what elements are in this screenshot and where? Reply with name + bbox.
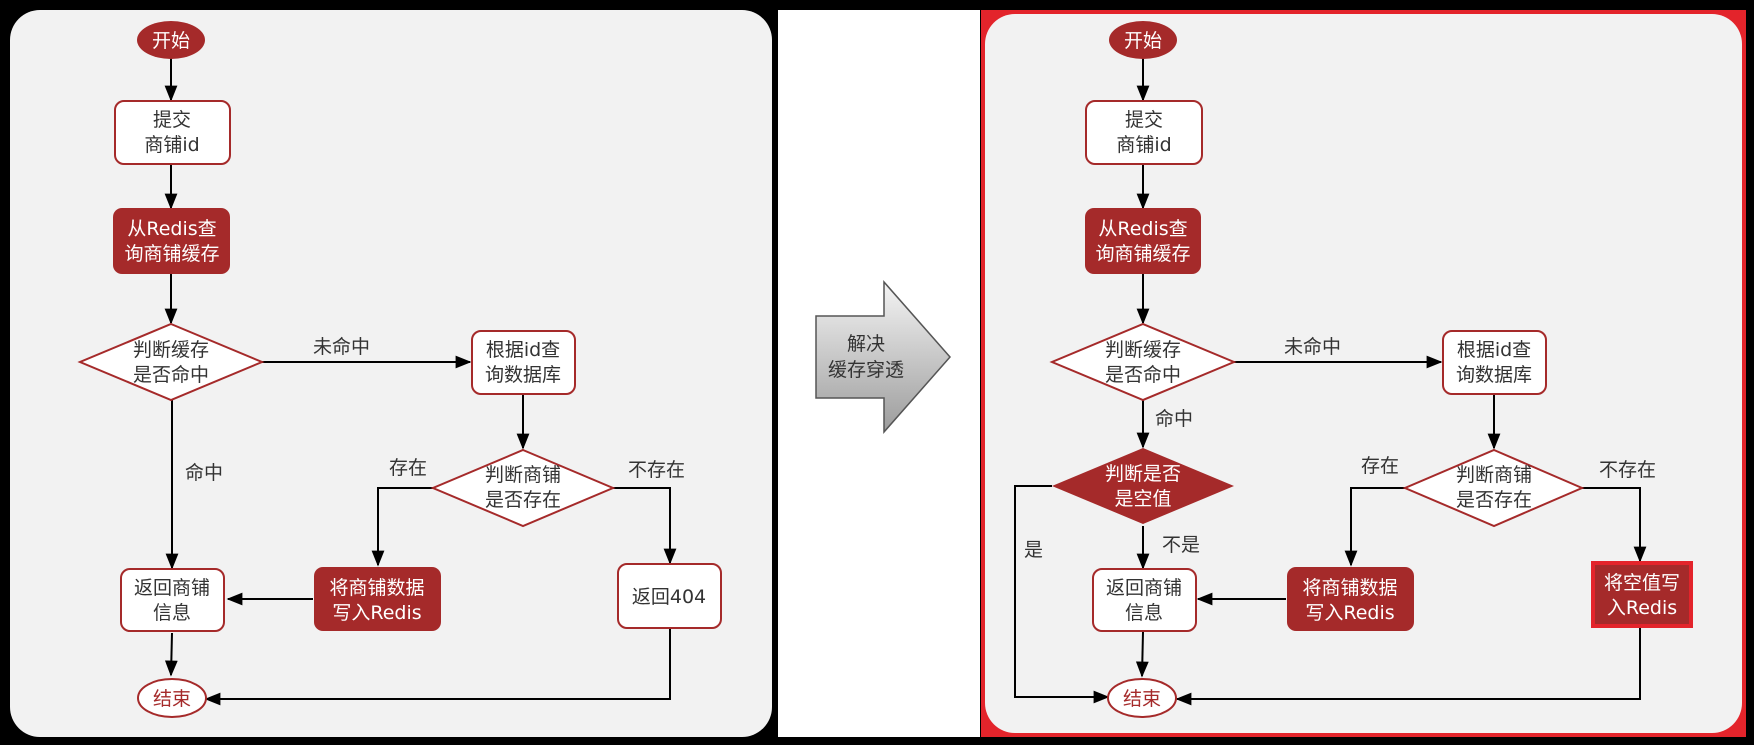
edge-label-miss: 未命中 <box>313 336 370 358</box>
edge-label-yes: 是 <box>1024 539 1043 561</box>
svg-text:将商铺数据: 将商铺数据 <box>329 577 424 599</box>
right-panel-background <box>985 14 1742 733</box>
svg-text:信息: 信息 <box>1125 602 1163 624</box>
right-edges <box>1014 58 1647 706</box>
edge-label-not-exist: 不存在 <box>628 459 685 481</box>
node-judge-cache-hit: 判断缓存 是否命中 <box>1049 322 1237 402</box>
node-write-null-redis: 将空值写 入Redis <box>1591 561 1693 628</box>
edge-label-exist: 存在 <box>1361 455 1399 477</box>
svg-text:信息: 信息 <box>153 602 191 624</box>
svg-text:开始: 开始 <box>152 30 190 52</box>
node-query-redis: 从Redis查 询商铺缓存 <box>113 208 230 274</box>
node-write-shop-redis: 将商铺数据 写入Redis <box>1287 567 1414 631</box>
left-panel: 未命中 命中 存在 不存在 开始 提交 商铺id 从Redis查 询商铺缓存 判… <box>10 10 772 737</box>
svg-text:写入Redis: 写入Redis <box>1305 602 1394 624</box>
edge-label-hit: 命中 <box>1155 408 1193 430</box>
node-return-shop-info: 返回商铺 信息 <box>120 568 225 632</box>
svg-text:将商铺数据: 将商铺数据 <box>1302 577 1397 599</box>
svg-text:返回404: 返回404 <box>632 586 706 608</box>
svg-text:返回商铺: 返回商铺 <box>134 577 210 599</box>
svg-text:询数据库: 询数据库 <box>485 364 561 386</box>
svg-text:商铺id: 商铺id <box>144 134 199 156</box>
node-write-shop-redis: 将商铺数据 写入Redis <box>314 567 441 631</box>
svg-text:判断是否: 判断是否 <box>1105 463 1181 485</box>
node-submit-id: 提交 商铺id <box>114 100 231 165</box>
node-judge-null-value: 判断是否 是空值 <box>1052 448 1234 524</box>
left-panel-background <box>10 10 772 737</box>
arrow-label-line-2: 缓存穿透 <box>828 359 904 381</box>
svg-text:询数据库: 询数据库 <box>1456 364 1532 386</box>
svg-text:是否命中: 是否命中 <box>133 364 209 386</box>
svg-text:判断缓存: 判断缓存 <box>1105 339 1181 361</box>
svg-text:判断缓存: 判断缓存 <box>133 339 209 361</box>
node-return-404: 返回404 <box>617 563 722 629</box>
svg-text:商铺id: 商铺id <box>1116 134 1171 156</box>
node-query-redis: 从Redis查 询商铺缓存 <box>1085 208 1201 274</box>
svg-text:是空值: 是空值 <box>1114 488 1171 510</box>
svg-text:返回商铺: 返回商铺 <box>1106 577 1182 599</box>
svg-text:将空值写: 将空值写 <box>1604 572 1680 594</box>
arrow-label-line-1: 解决 <box>847 333 885 355</box>
node-judge-shop-exist: 判断商铺 是否存在 <box>1402 448 1585 528</box>
node-submit-id: 提交 商铺id <box>1085 100 1203 165</box>
svg-text:提交: 提交 <box>1125 109 1163 131</box>
svg-text:从Redis查: 从Redis查 <box>127 218 216 240</box>
svg-text:提交: 提交 <box>153 109 191 131</box>
node-query-db: 根据id查 询数据库 <box>471 330 576 395</box>
svg-text:结束: 结束 <box>1123 688 1161 710</box>
node-end: 结束 <box>1107 678 1177 718</box>
transform-arrow: 解决 缓存穿透 <box>815 280 951 434</box>
svg-text:询商铺缓存: 询商铺缓存 <box>1095 243 1190 265</box>
svg-text:结束: 结束 <box>153 688 191 710</box>
edge-label-no: 不是 <box>1162 534 1200 556</box>
svg-text:判断商铺: 判断商铺 <box>485 464 561 486</box>
svg-text:是否命中: 是否命中 <box>1105 364 1181 386</box>
edge-label-not-exist: 不存在 <box>1599 459 1656 481</box>
svg-text:是否存在: 是否存在 <box>485 489 561 511</box>
svg-text:是否存在: 是否存在 <box>1456 489 1532 511</box>
left-edges <box>164 58 677 706</box>
svg-text:根据id查: 根据id查 <box>1457 339 1531 361</box>
edge-label-miss: 未命中 <box>1284 336 1341 358</box>
node-judge-cache-hit: 判断缓存 是否命中 <box>77 322 265 402</box>
node-start: 开始 <box>137 21 205 59</box>
svg-text:从Redis查: 从Redis查 <box>1098 218 1187 240</box>
svg-text:开始: 开始 <box>1124 30 1162 52</box>
node-end: 结束 <box>137 678 207 718</box>
node-start: 开始 <box>1109 21 1177 59</box>
svg-text:写入Redis: 写入Redis <box>332 602 421 624</box>
right-panel: 未命中 命中 是 不是 存在 不存在 开始 提交 商铺id 从Redis查 询商… <box>981 10 1746 737</box>
node-return-shop-info: 返回商铺 信息 <box>1092 568 1197 632</box>
svg-text:入Redis: 入Redis <box>1607 597 1677 619</box>
svg-text:根据id查: 根据id查 <box>486 339 560 361</box>
edge-label-exist: 存在 <box>389 457 427 479</box>
svg-text:询商铺缓存: 询商铺缓存 <box>124 243 219 265</box>
node-query-db: 根据id查 询数据库 <box>1442 330 1547 395</box>
node-judge-shop-exist: 判断商铺 是否存在 <box>430 448 616 528</box>
edge-label-hit: 命中 <box>185 462 223 484</box>
svg-text:判断商铺: 判断商铺 <box>1456 464 1532 486</box>
